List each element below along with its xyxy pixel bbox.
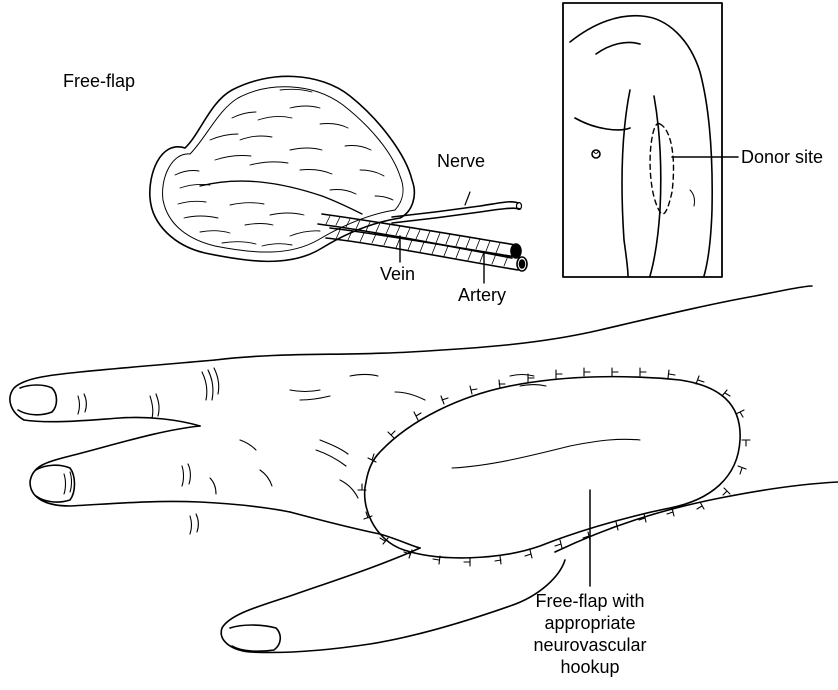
thumb bbox=[221, 548, 565, 653]
donor-site-label: Donor site bbox=[741, 146, 823, 168]
shoulder-outline bbox=[570, 16, 712, 276]
inset-frame bbox=[563, 3, 722, 277]
nerve-leader bbox=[465, 192, 470, 205]
thumb-nail bbox=[230, 625, 280, 651]
hookup-label-line-2: appropriate bbox=[525, 612, 655, 634]
middle-finger bbox=[30, 426, 290, 512]
hookup-label-line-3: neurovascular bbox=[525, 634, 655, 656]
sutures bbox=[358, 368, 750, 566]
forearm-upper-line bbox=[215, 286, 812, 360]
vein-label: Vein bbox=[380, 263, 415, 285]
knuckle-creases bbox=[64, 368, 546, 534]
hookup-label-line-4: hookup bbox=[525, 656, 655, 678]
index-finger bbox=[10, 360, 215, 426]
artery-label: Artery bbox=[458, 284, 506, 306]
donor-inset bbox=[563, 3, 738, 277]
clavicle-line bbox=[596, 42, 640, 54]
flap-midline bbox=[200, 181, 362, 214]
flap-texture bbox=[175, 89, 393, 246]
free-flap-label: Free-flap bbox=[63, 70, 135, 92]
chest-line bbox=[575, 118, 630, 130]
middle-nail bbox=[36, 465, 75, 502]
grafted-flap-midline bbox=[452, 439, 640, 468]
grafted-flap-outline bbox=[365, 377, 740, 558]
palm-edge bbox=[290, 512, 420, 548]
vein-drawing bbox=[326, 228, 527, 271]
torso-line bbox=[622, 90, 630, 276]
nerve-label: Nerve bbox=[437, 150, 485, 172]
hand-drawing bbox=[10, 286, 838, 653]
index-nail bbox=[18, 385, 57, 415]
forearm-lower-line bbox=[555, 482, 838, 552]
donor-site-outline bbox=[650, 124, 673, 214]
hookup-label-line-1: Free-flap with bbox=[525, 590, 655, 612]
hookup-label: Free-flap with appropriate neurovascular… bbox=[525, 590, 655, 678]
